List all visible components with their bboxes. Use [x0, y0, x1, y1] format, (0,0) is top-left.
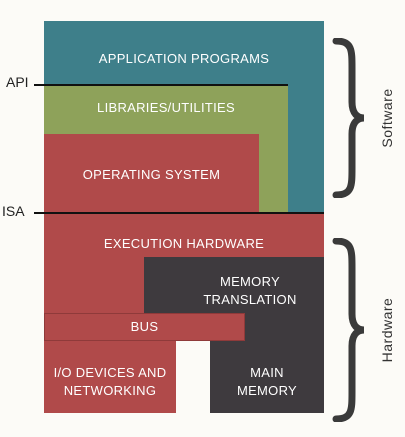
hardware-brace-icon	[332, 238, 365, 422]
bus-block	[44, 313, 245, 341]
libraries-utilities-label: LIBRARIES/UTILITIES	[97, 100, 235, 115]
bus-label: BUS	[130, 319, 159, 334]
operating-system-label: OPERATING SYSTEM	[82, 167, 221, 182]
io-devices-block	[44, 341, 176, 413]
memory-translation-line1: MEMORY	[219, 274, 281, 289]
isa-label: ISA	[2, 203, 25, 219]
main-memory-block	[210, 341, 324, 413]
memory-translation-line2: TRANSLATION	[203, 292, 297, 307]
isa-line	[34, 212, 324, 214]
main-memory-line1: MAIN	[250, 365, 284, 380]
application-programs-label: APPLICATION PROGRAMS	[98, 51, 270, 66]
memory-translation-label: MEMORY TRANSLATION	[176, 273, 324, 309]
api-label: API	[6, 74, 29, 90]
main-memory-label: MAIN MEMORY	[210, 364, 324, 400]
api-line	[34, 84, 288, 86]
operating-system-block	[44, 134, 259, 213]
hardware-label: Hardware	[379, 297, 395, 363]
io-devices-line2: NETWORKING	[63, 383, 157, 398]
software-brace-icon	[332, 38, 365, 198]
io-devices-line1: I/O DEVICES AND	[53, 365, 167, 380]
software-label: Software	[379, 88, 395, 148]
io-devices-label: I/O DEVICES AND NETWORKING	[44, 364, 176, 400]
main-memory-line2: MEMORY	[236, 383, 298, 398]
execution-hardware-label: EXECUTION HARDWARE	[103, 236, 265, 251]
